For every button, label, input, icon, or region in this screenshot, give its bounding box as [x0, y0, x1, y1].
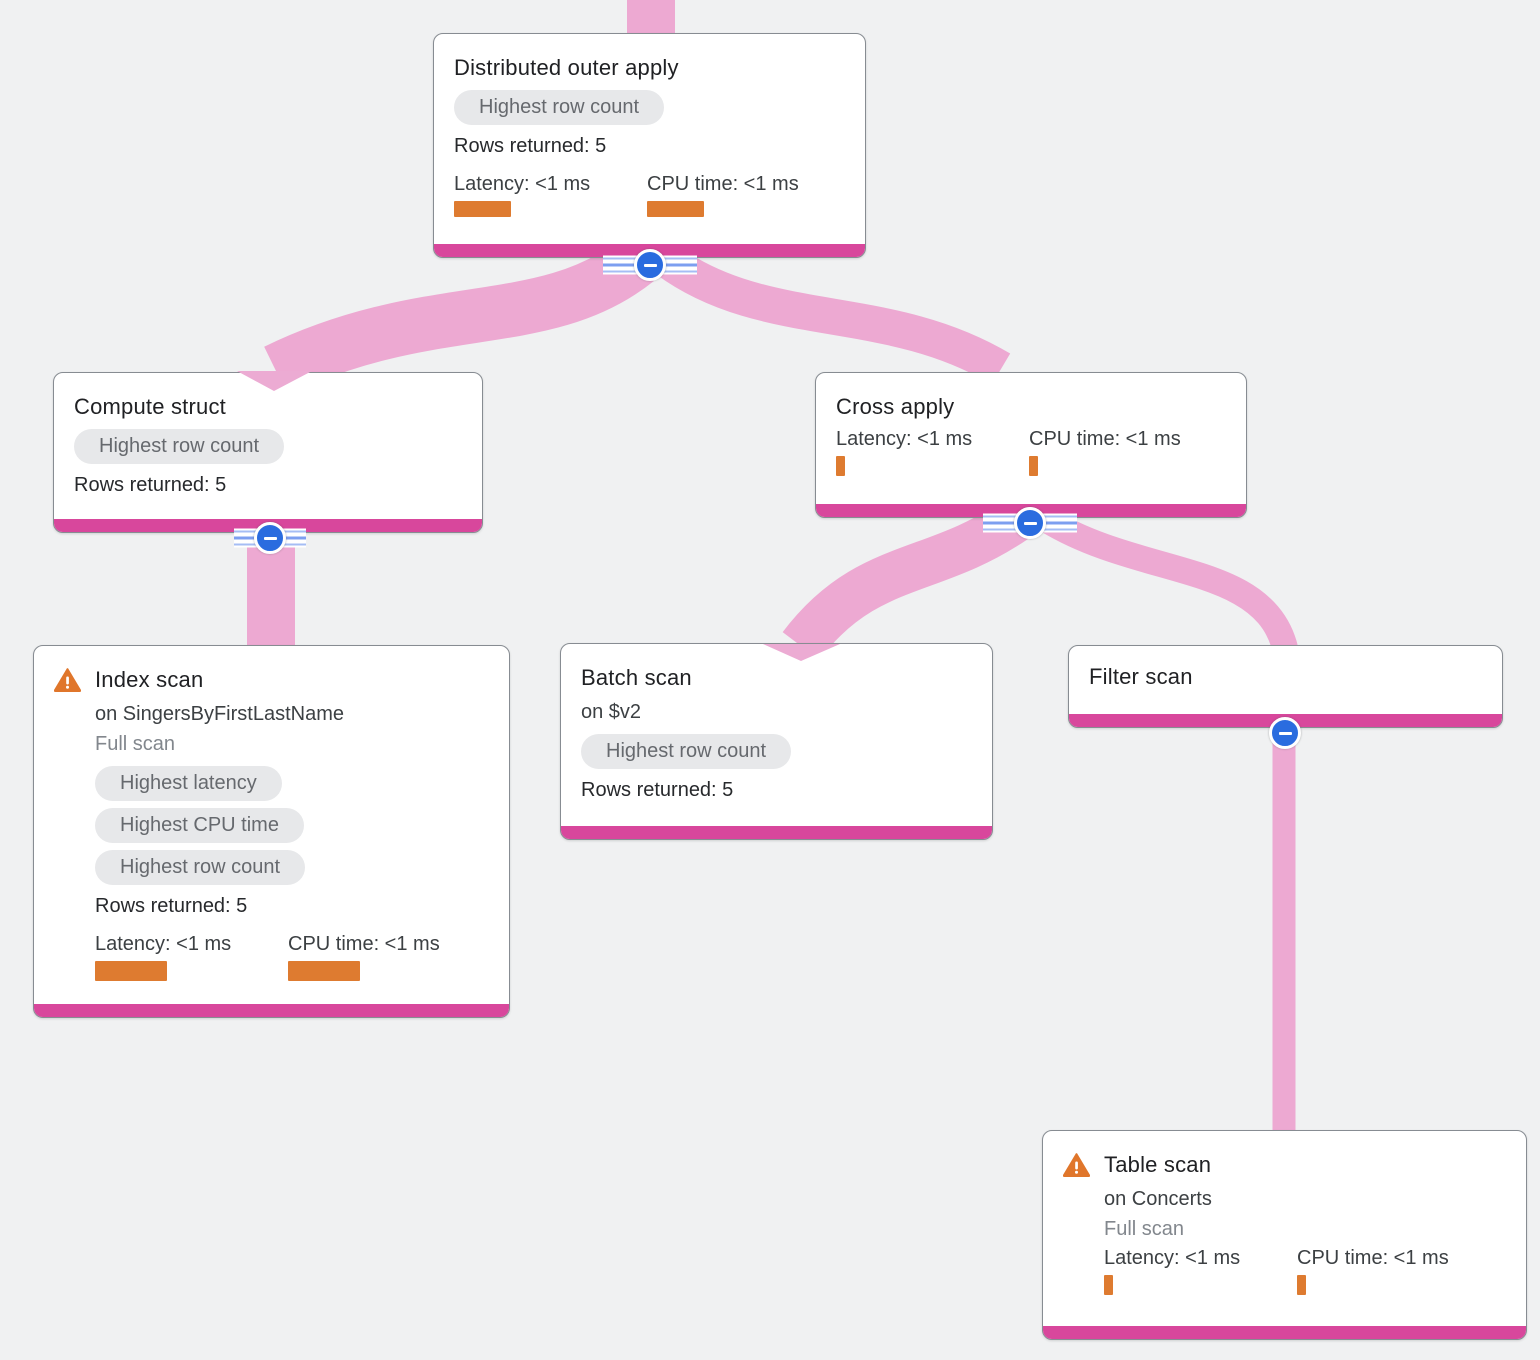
edge-root-to-compute-struct [264, 238, 654, 396]
edge-root-to-cross-apply [656, 245, 1011, 385]
collapse-button-distributed-outer-apply[interactable] [603, 249, 697, 281]
latency-bar [454, 201, 511, 217]
latency-label: Latency: <1 ms [1104, 1247, 1241, 1269]
node-compute-struct[interactable]: Compute struct Highest row count Rows re… [53, 372, 483, 533]
rows-returned-text: Rows returned: 5 [95, 895, 248, 917]
latency-bar [95, 961, 167, 981]
collapse-knob[interactable] [1014, 507, 1046, 539]
collapse-knob[interactable] [634, 249, 666, 281]
rows-returned-text: Rows returned: 5 [74, 474, 227, 496]
cpu-time-bar [647, 201, 704, 217]
node-title: Cross apply [836, 394, 955, 419]
cpu-time-label: CPU time: <1 ms [1029, 428, 1181, 450]
badge-highest-latency: Highest latency [95, 766, 282, 801]
node-accent-bar [561, 826, 992, 839]
cpu-time-label: CPU time: <1 ms [288, 933, 440, 955]
latency-label: Latency: <1 ms [454, 173, 591, 195]
scan-type-text: Full scan [1104, 1218, 1185, 1240]
node-title: Compute struct [74, 394, 226, 419]
badge-highest-row-count: Highest row count [581, 734, 792, 769]
collapse-button-cross-apply[interactable] [983, 507, 1077, 539]
minus-icon [1023, 521, 1037, 525]
collapse-button-compute-struct[interactable] [234, 522, 306, 554]
collapse-knob[interactable] [254, 522, 286, 554]
scan-type-text: Full scan [95, 733, 176, 755]
minus-icon [1278, 731, 1292, 735]
cpu-time-bar [1029, 456, 1038, 476]
latency-label: Latency: <1 ms [95, 933, 232, 955]
node-accent-bar [34, 1004, 509, 1017]
cpu-time-label: CPU time: <1 ms [1297, 1247, 1449, 1269]
node-table-scan[interactable]: Table scan on Concerts Full scan Latency… [1042, 1130, 1527, 1340]
node-batch-scan[interactable]: Batch scan on $v2 Highest row count Rows… [560, 643, 993, 840]
latency-bar [836, 456, 845, 476]
cpu-time-bar [1297, 1275, 1306, 1295]
latency-label: Latency: <1 ms [836, 428, 973, 450]
node-title: Distributed outer apply [454, 55, 679, 80]
node-filter-scan[interactable]: Filter scan [1068, 645, 1503, 728]
warning-icon [54, 668, 81, 692]
node-title: Filter scan [1089, 664, 1193, 689]
collapse-button-filter-scan[interactable] [1269, 717, 1301, 749]
minus-icon [643, 263, 657, 267]
rows-returned-text: Rows returned: 5 [581, 779, 734, 801]
scan-target-text: on SingersByFirstLastName [95, 703, 344, 725]
node-title: Table scan [1104, 1152, 1212, 1177]
scan-target-text: on Concerts [1104, 1188, 1212, 1210]
collapse-knob[interactable] [1269, 717, 1301, 749]
rows-returned-text: Rows returned: 5 [454, 135, 607, 157]
node-title: Batch scan [581, 665, 692, 690]
edge-cross-apply-to-filter-scan [1040, 508, 1298, 652]
cpu-time-label: CPU time: <1 ms [647, 173, 799, 195]
node-accent-bar [1043, 1326, 1526, 1339]
badge-highest-row-count: Highest row count [454, 90, 665, 125]
warning-icon [1063, 1153, 1090, 1177]
edge-cross-apply-to-batch-scan [782, 500, 1029, 661]
node-title: Index scan [95, 667, 204, 692]
scan-target-text: on $v2 [581, 701, 642, 723]
node-cross-apply[interactable]: Cross apply Latency: <1 ms CPU time: <1 … [815, 372, 1247, 518]
node-distributed-outer-apply[interactable]: Distributed outer apply Highest row coun… [433, 33, 866, 258]
latency-bar [1104, 1275, 1113, 1295]
cpu-time-bar [288, 961, 360, 981]
minus-icon [263, 536, 277, 540]
badge-highest-cpu-time: Highest CPU time [95, 808, 304, 843]
badge-highest-row-count: Highest row count [95, 850, 306, 885]
badge-highest-row-count: Highest row count [74, 429, 285, 464]
node-index-scan[interactable]: Index scan on SingersByFirstLastName Ful… [33, 645, 510, 1018]
